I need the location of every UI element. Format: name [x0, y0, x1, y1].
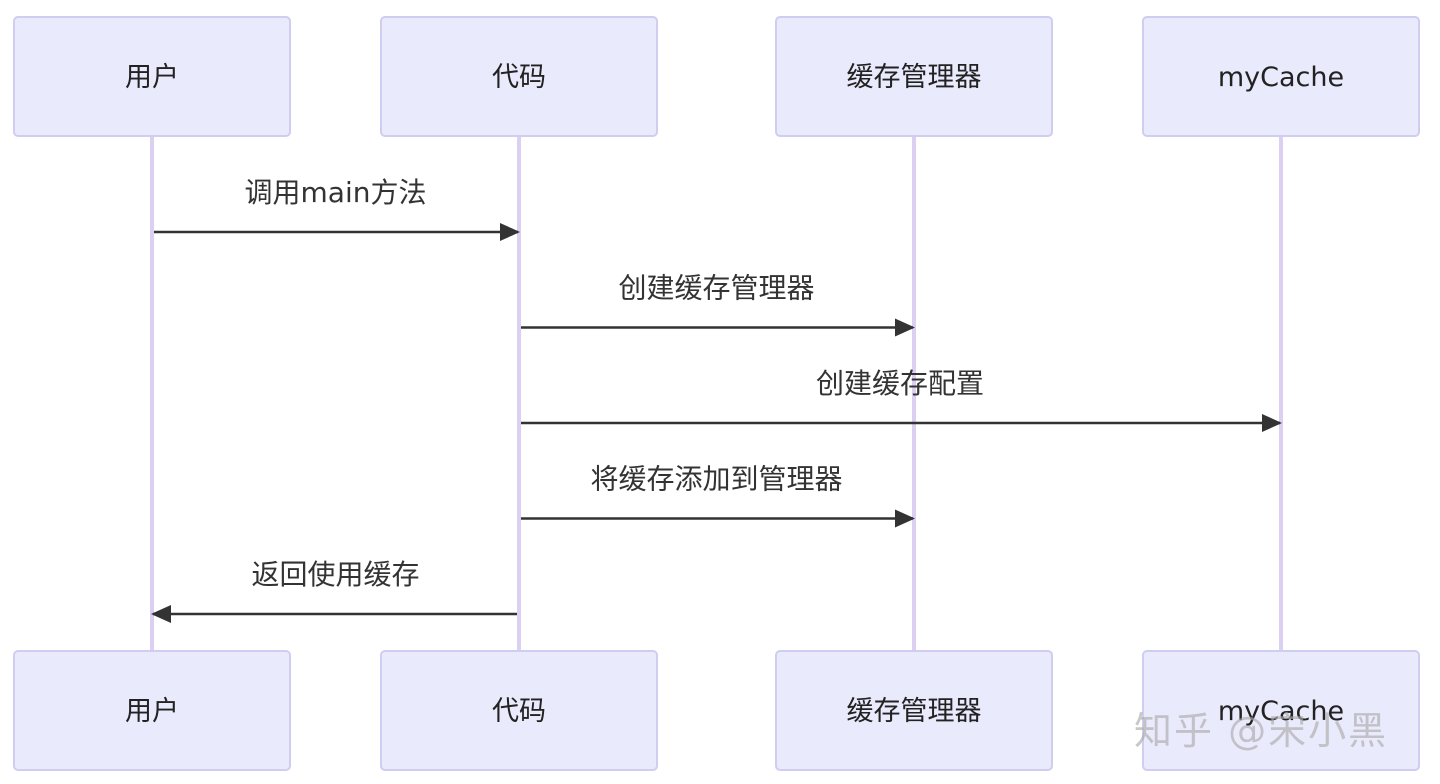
- message-2: 创建缓存管理器: [521, 272, 915, 337]
- message-label: 将缓存添加到管理器: [590, 463, 842, 496]
- participant-user-top: 用户: [13, 16, 291, 137]
- participant-user-bottom: 用户: [13, 650, 291, 771]
- participant-code-bottom: 代码: [380, 650, 658, 771]
- message-3: 创建缓存配置: [521, 367, 1282, 432]
- watermark: 知乎 @宋小黑: [1134, 709, 1389, 753]
- participant-label: 代码: [492, 62, 546, 93]
- participant-cache_manager-top: 缓存管理器: [775, 16, 1053, 137]
- participant-box: [775, 16, 1053, 137]
- participant-label: 代码: [492, 696, 546, 727]
- participant-label: 缓存管理器: [847, 62, 982, 93]
- message-1: 调用main方法: [154, 176, 520, 241]
- participant-box: [13, 650, 291, 771]
- participants-top: 用户 代码 缓存管理器 myCache: [13, 16, 1420, 137]
- participants-bottom: 用户 代码 缓存管理器 myCache: [13, 650, 1420, 771]
- message-label: 返回使用缓存: [251, 558, 419, 591]
- participant-label: 缓存管理器: [847, 696, 982, 727]
- participant-mycache-top: myCache: [1142, 16, 1420, 137]
- participant-box: [380, 16, 658, 137]
- participant-code-top: 代码: [380, 16, 658, 137]
- participant-label: 用户: [125, 62, 179, 93]
- participant-box: [1142, 16, 1420, 137]
- message-label: 调用main方法: [245, 176, 427, 209]
- participant-label: myCache: [1218, 696, 1344, 727]
- participant-label: 用户: [125, 696, 179, 727]
- message-5: 返回使用缓存: [151, 558, 517, 623]
- message-label: 创建缓存管理器: [618, 272, 814, 305]
- participant-box: [13, 16, 291, 137]
- participant-box: [380, 650, 658, 771]
- participant-label: myCache: [1218, 62, 1344, 93]
- participant-cache_manager-bottom: 缓存管理器: [775, 650, 1053, 771]
- lifelines: [150, 136, 1283, 651]
- message-4: 将缓存添加到管理器: [521, 463, 915, 528]
- participant-box: [775, 650, 1053, 771]
- participant-box: [1142, 650, 1420, 771]
- message-label: 创建缓存配置: [816, 367, 984, 400]
- participant-mycache-bottom: myCache: [1142, 650, 1420, 771]
